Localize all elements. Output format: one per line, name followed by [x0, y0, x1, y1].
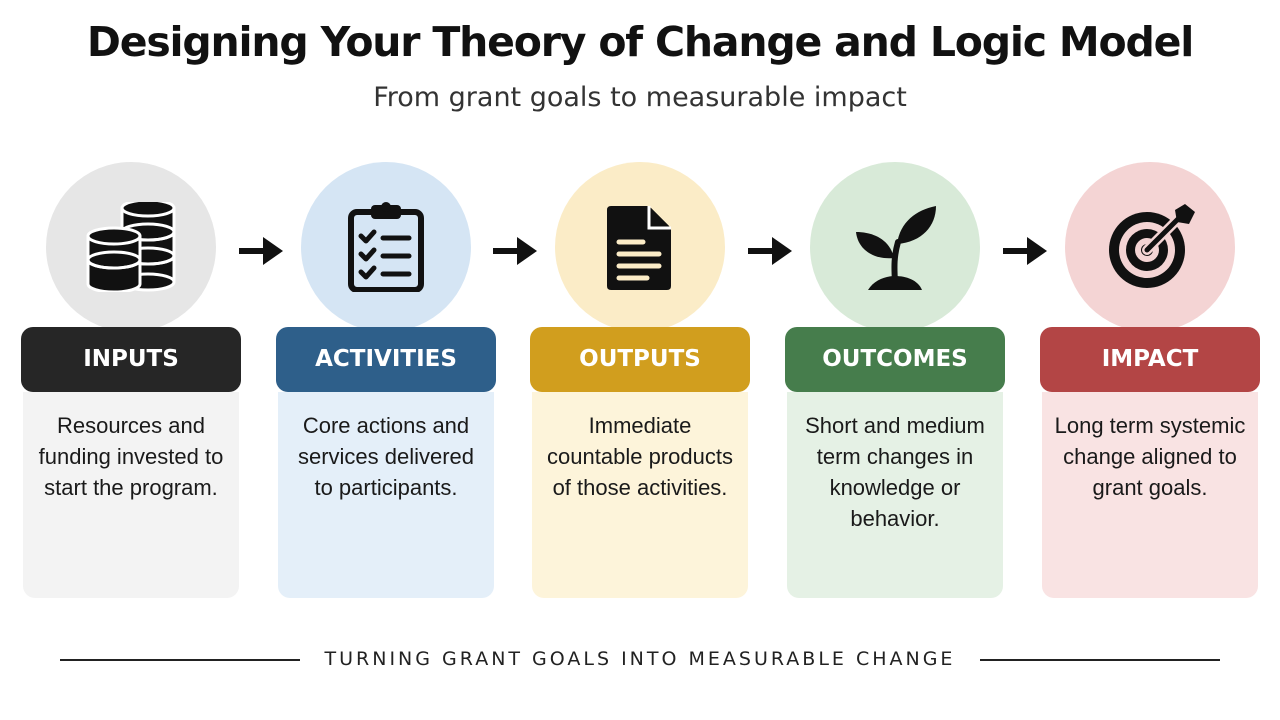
stage-card: [532, 392, 748, 598]
stage-description: Immediate countable products of those ac…: [547, 413, 733, 500]
footer-tagline: TURNING GRANT GOALS INTO MEASURABLE CHAN…: [324, 648, 956, 670]
arrow-right-icon: [1003, 237, 1047, 265]
stage-icon-circle: [1065, 162, 1235, 332]
stage-card: [1042, 392, 1258, 598]
arrow-right-icon: [493, 237, 537, 265]
stage-label: ACTIVITIES: [276, 327, 496, 392]
stage-outputs: OUTPUTS Immediate countable products of …: [530, 0, 750, 720]
coins-stack-icon: [86, 202, 176, 292]
stage-card: [278, 392, 494, 598]
stage-label: OUTCOMES: [785, 327, 1005, 392]
stage-card: [23, 392, 239, 598]
stage-icon-circle: [810, 162, 980, 332]
stage-outcomes: OUTCOMES Short and medium term changes i…: [785, 0, 1005, 720]
stage-description: Short and medium term changes in knowled…: [805, 413, 985, 531]
stage-label: IMPACT: [1040, 327, 1260, 392]
stage-activities: ACTIVITIES Core actions and services del…: [276, 0, 496, 720]
footer-rule-right: [980, 659, 1220, 661]
footer-rule-left: [60, 659, 300, 661]
stage-impact: IMPACT Long term systemic change aligned…: [1040, 0, 1260, 720]
stage-description: Core actions and services delivered to p…: [297, 413, 475, 500]
arrow-right-icon: [748, 237, 792, 265]
stage-label: INPUTS: [21, 327, 241, 392]
arrow-right-icon: [239, 237, 283, 265]
page-title: Designing Your Theory of Change and Logi…: [86, 18, 1194, 66]
stage-label: OUTPUTS: [530, 327, 750, 392]
stage-card: [787, 392, 1003, 598]
page-subtitle: From grant goals to measurable impact: [373, 82, 907, 113]
document-icon: [607, 206, 671, 290]
stage-inputs: INPUTS Resources and funding invested to…: [21, 0, 241, 720]
target-icon: [1109, 204, 1195, 288]
stage-description: Resources and funding invested to start …: [38, 413, 224, 500]
stage-icon-circle: [555, 162, 725, 332]
stage-icon-circle: [46, 162, 216, 332]
stage-icon-circle: [301, 162, 471, 332]
stage-description: Long term systemic change aligned to gra…: [1054, 413, 1246, 500]
clipboard-checklist-icon: [348, 202, 424, 292]
sprout-icon: [856, 206, 936, 290]
